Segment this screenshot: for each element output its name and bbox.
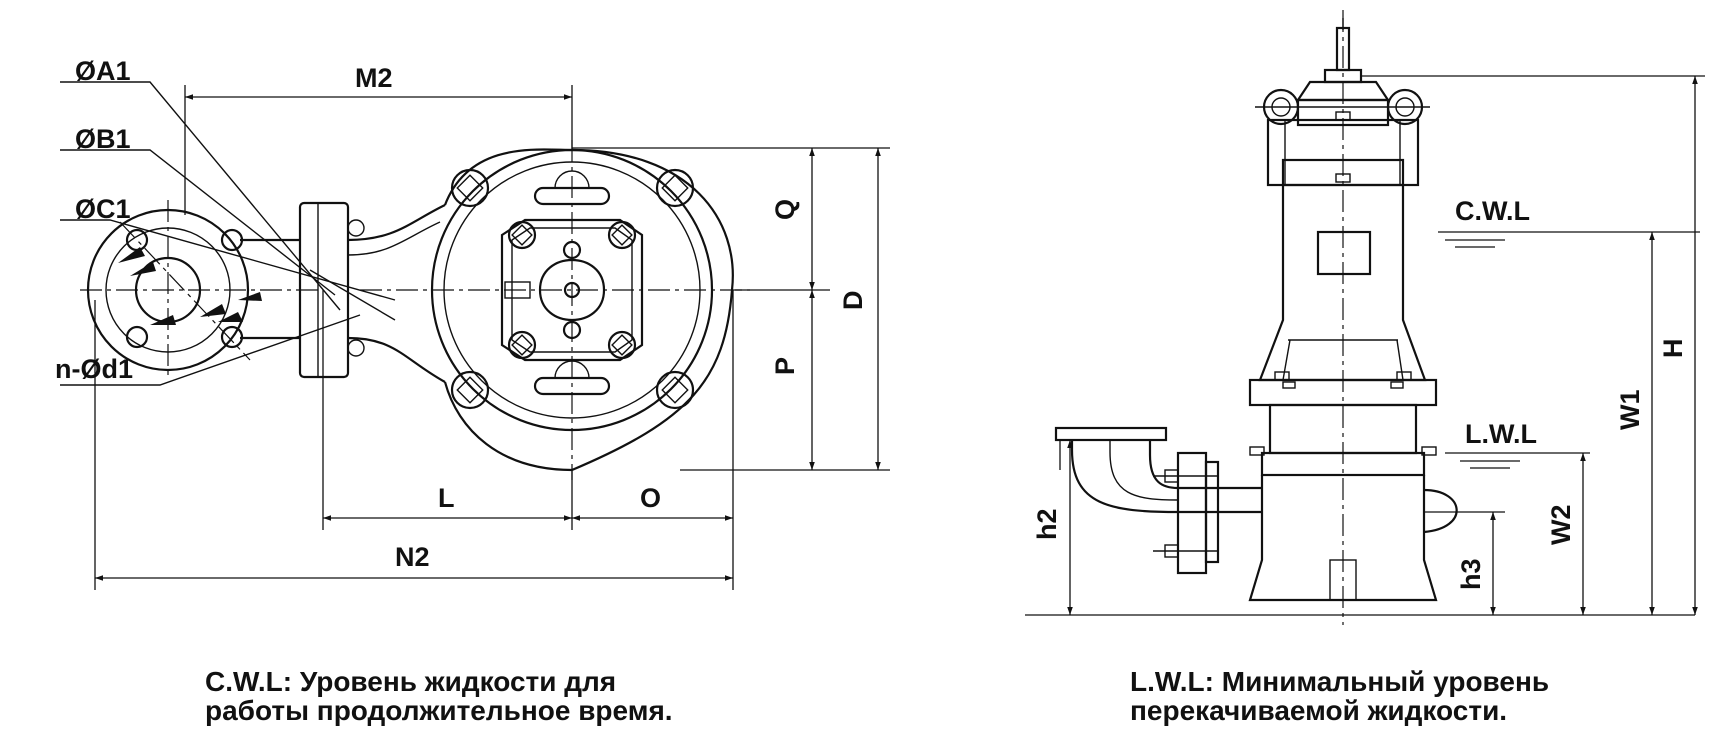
plan-leaders bbox=[60, 81, 396, 386]
caption-cwl-line1: C.W.L: Уровень жидкости для bbox=[205, 666, 617, 697]
dim-q-p-d bbox=[572, 147, 890, 471]
label-h3: h3 bbox=[1456, 558, 1486, 590]
label-n2: N2 bbox=[395, 542, 430, 572]
label-w2: W2 bbox=[1546, 505, 1576, 546]
caption-cwl: C.W.L: Уровень жидкости для работы продо… bbox=[205, 667, 673, 725]
label-dia-c1: ØC1 bbox=[75, 194, 131, 224]
dim-m2 bbox=[184, 85, 573, 215]
dim-l-o-n2 bbox=[94, 290, 734, 590]
caption-cwl-line2: работы продолжительное время. bbox=[205, 695, 673, 726]
label-q: Q bbox=[770, 199, 800, 220]
caption-lwl-line2: перекачиваемой жидкости. bbox=[1130, 695, 1508, 726]
discharge-elbow bbox=[1054, 426, 1262, 575]
volute-neck bbox=[347, 204, 446, 383]
label-lwl: L.W.L bbox=[1465, 419, 1537, 449]
label-dia-a1: ØA1 bbox=[75, 56, 131, 86]
label-cwl: C.W.L bbox=[1455, 196, 1530, 226]
pump-body-top bbox=[360, 140, 750, 480]
side-dimensions bbox=[1059, 75, 1705, 615]
label-w1: W1 bbox=[1615, 390, 1645, 431]
discharge-pipe-stub bbox=[240, 201, 365, 379]
caption-lwl: L.W.L: Минимальный уровень перекачиваемо… bbox=[1130, 667, 1549, 725]
label-m2: M2 bbox=[355, 63, 393, 93]
label-h: H bbox=[1658, 339, 1688, 359]
label-n-d1: n-Ød1 bbox=[55, 354, 133, 384]
caption-lwl-line1: L.W.L: Минимальный уровень bbox=[1130, 666, 1550, 697]
plan-view: ØA1 ØB1 ØC1 n-Ød1 M2 Q D P L O N2 bbox=[55, 56, 890, 590]
side-view: C.W.L L.W.L H W1 W2 h3 h2 bbox=[1025, 10, 1705, 625]
volute-side bbox=[1248, 451, 1458, 602]
label-p: P bbox=[770, 357, 800, 375]
cwl-symbol bbox=[1438, 231, 1700, 248]
label-o: O bbox=[640, 483, 661, 513]
label-dia-b1: ØB1 bbox=[75, 124, 131, 154]
lwl-symbol bbox=[1445, 452, 1590, 469]
label-l: L bbox=[438, 483, 455, 513]
discharge-flange-face bbox=[80, 200, 320, 380]
label-d: D bbox=[838, 291, 868, 311]
label-h2: h2 bbox=[1032, 508, 1062, 540]
